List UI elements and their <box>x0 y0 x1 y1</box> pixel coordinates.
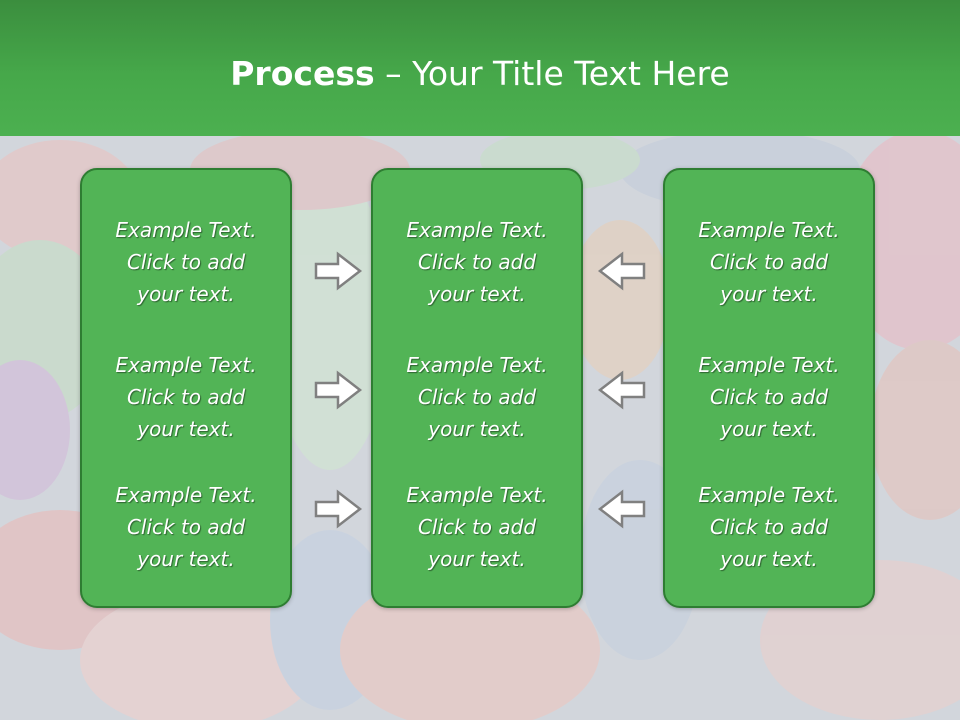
text-block[interactable]: Example Text. Click to add your text. <box>665 214 873 310</box>
right-arrow-icon <box>314 489 363 529</box>
text-line: Example Text. <box>406 353 548 377</box>
text-line: Example Text. <box>115 218 257 242</box>
text-line: your text. <box>428 417 526 441</box>
text-line: Click to add <box>126 250 246 274</box>
title-bar: Process – Your Title Text Here <box>0 0 960 136</box>
text-line: your text. <box>428 282 526 306</box>
text-block[interactable]: Example Text. Click to add your text. <box>82 349 290 445</box>
right-arrow-icon <box>314 251 363 291</box>
text-block[interactable]: Example Text. Click to add your text. <box>373 479 581 575</box>
text-line: your text. <box>720 547 818 571</box>
text-block[interactable]: Example Text. Click to add your text. <box>82 214 290 310</box>
process-card-center[interactable]: Example Text. Click to add your text. Ex… <box>371 168 583 608</box>
left-arrow-icon <box>597 370 646 410</box>
text-line: Click to add <box>709 250 829 274</box>
text-line: your text. <box>137 547 235 571</box>
text-line: your text. <box>720 417 818 441</box>
text-line: your text. <box>720 282 818 306</box>
left-arrow-icon <box>597 489 646 529</box>
text-line: Example Text. <box>115 353 257 377</box>
process-card-right[interactable]: Example Text. Click to add your text. Ex… <box>663 168 875 608</box>
title-rest: – Your Title Text Here <box>374 54 730 93</box>
text-line: Click to add <box>709 385 829 409</box>
text-line: your text. <box>137 417 235 441</box>
text-line: Click to add <box>417 385 537 409</box>
text-block[interactable]: Example Text. Click to add your text. <box>373 214 581 310</box>
text-line: your text. <box>428 547 526 571</box>
right-arrow-icon <box>314 370 363 410</box>
title-bold: Process <box>230 54 375 93</box>
text-line: Example Text. <box>698 218 840 242</box>
process-card-left[interactable]: Example Text. Click to add your text. Ex… <box>80 168 292 608</box>
text-line: Click to add <box>126 515 246 539</box>
text-block[interactable]: Example Text. Click to add your text. <box>665 349 873 445</box>
text-line: your text. <box>137 282 235 306</box>
text-line: Example Text. <box>406 218 548 242</box>
left-arrow-icon <box>597 251 646 291</box>
text-line: Click to add <box>417 250 537 274</box>
slide-title[interactable]: Process – Your Title Text Here <box>0 48 960 100</box>
text-block[interactable]: Example Text. Click to add your text. <box>665 479 873 575</box>
text-line: Example Text. <box>698 483 840 507</box>
text-block[interactable]: Example Text. Click to add your text. <box>373 349 581 445</box>
text-line: Click to add <box>709 515 829 539</box>
text-line: Click to add <box>417 515 537 539</box>
text-line: Example Text. <box>698 353 840 377</box>
text-line: Click to add <box>126 385 246 409</box>
text-block[interactable]: Example Text. Click to add your text. <box>82 479 290 575</box>
text-line: Example Text. <box>115 483 257 507</box>
text-line: Example Text. <box>406 483 548 507</box>
